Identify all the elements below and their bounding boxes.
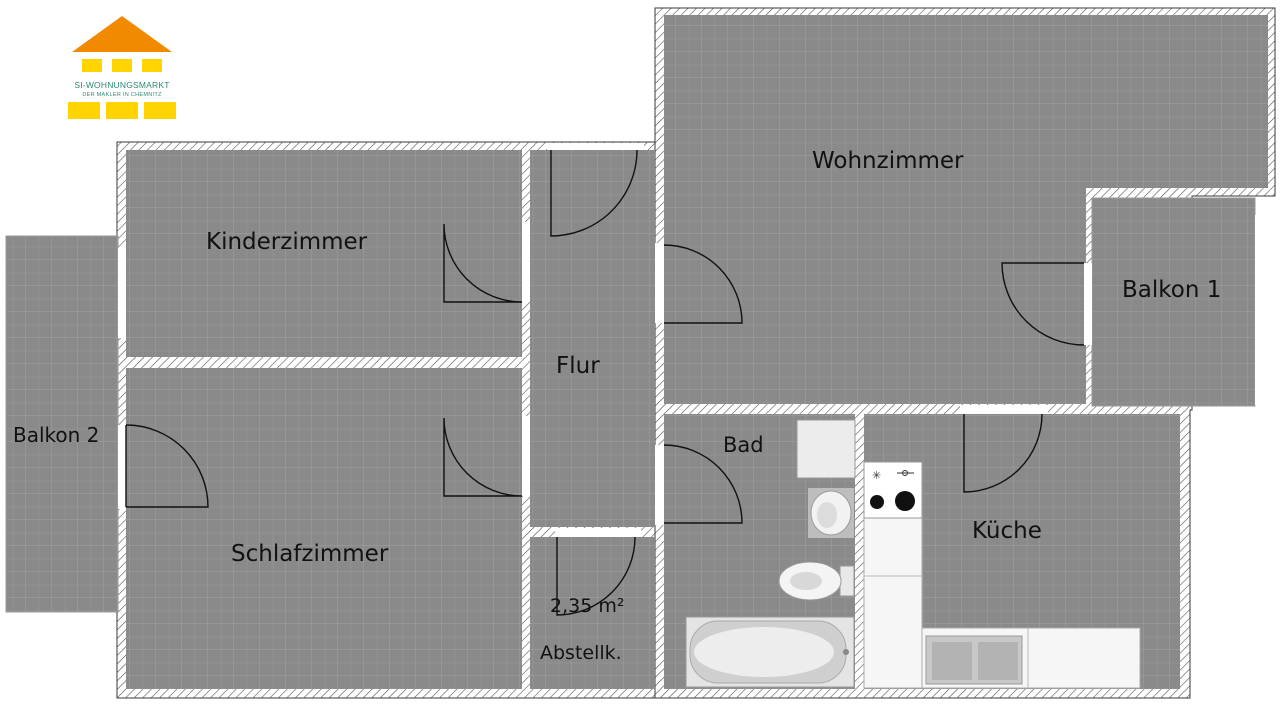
bathtub-icon <box>685 616 855 688</box>
bad-fixtures <box>685 419 856 688</box>
label-abstell-name: Abstellk. <box>540 642 622 664</box>
label-flur: Flur <box>556 353 600 379</box>
label-abstell-area: 2,35 m² <box>550 595 625 617</box>
company-logo: SI-WOHNUNGSMARKT DER MAKLER IN CHEMNITZ <box>66 14 178 122</box>
room-floors <box>126 15 1268 689</box>
sink-icon <box>808 488 854 538</box>
balkon2-floor <box>5 235 119 613</box>
kitchen-sink-icon <box>925 635 1023 685</box>
label-balkon2: Balkon 2 <box>13 423 100 447</box>
label-schlafzimmer: Schlafzimmer <box>231 541 389 567</box>
wohnzimmer-floor <box>664 15 1268 404</box>
house-roof-icon <box>68 16 176 119</box>
label-balkon1: Balkon 1 <box>1122 277 1222 303</box>
kinderzimmer-floor <box>126 150 522 357</box>
balkon1-floor <box>1091 197 1256 407</box>
logo-name: SI-WOHNUNGSMARKT <box>74 80 170 90</box>
label-kueche: Küche <box>972 518 1042 544</box>
label-bad: Bad <box>723 433 764 457</box>
abstell-floor <box>530 537 655 689</box>
shower-tray <box>796 419 856 479</box>
toilet-icon <box>778 561 855 601</box>
stove-icon: ✳ <box>863 461 923 519</box>
schlafzimmer-floor <box>126 368 522 689</box>
kueche-fixtures: ✳ <box>863 461 1141 689</box>
door-swing-icons <box>125 149 1085 616</box>
logo-tagline: DER MAKLER IN CHEMNITZ <box>82 92 162 98</box>
flur-floor <box>530 150 655 527</box>
label-kinderzimmer: Kinderzimmer <box>206 229 368 255</box>
openings <box>118 143 1258 537</box>
label-wohnzimmer: Wohnzimmer <box>812 148 964 174</box>
svg-text:✳: ✳ <box>872 469 881 482</box>
